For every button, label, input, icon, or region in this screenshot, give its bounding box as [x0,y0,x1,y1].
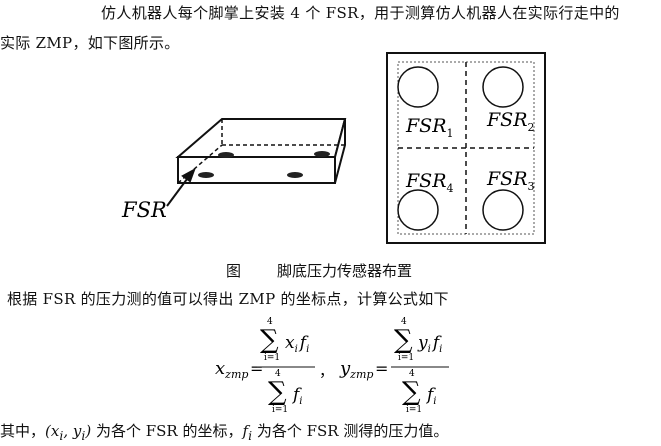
formula-intro: 根据 FSR 的压力测的值可以得出 ZMP 的坐标点，计算公式如下 [7,290,449,308]
sensor-pad [218,152,234,158]
sensor-label-4: FSR4 [405,170,454,195]
sensor-pad [198,172,214,178]
sensor-label-1: FSR1 [405,115,454,140]
svg-text:∑: ∑ [394,325,413,355]
svg-text:∑: ∑ [260,325,279,355]
svg-text:i=1: i=1 [264,353,280,363]
sole-sensor-layout-figure: FSR1 FSR2 FSR4 FSR3 [386,52,546,244]
fsr-pointer-label: FSR [121,198,167,222]
svg-text:i=1: i=1 [406,405,422,415]
y-denominator: fi [425,385,437,407]
svg-text:4: 4 [401,317,407,327]
svg-text:4: 4 [275,369,281,379]
y-zmp-var: yzmp [339,358,373,381]
svg-text:i=1: i=1 [272,405,288,415]
svg-text:∑: ∑ [268,377,287,407]
paragraph-line-2: 实际 ZMP，如下图所示。 [0,34,180,52]
sensor-circle-2 [482,66,524,108]
sensor-circle-4 [397,189,439,231]
x-denominator: fi [291,385,303,407]
force-expression: fi [242,422,253,443]
sensor-pad [314,151,330,157]
figure-caption: 图 脚底压力传感器布置 [226,261,412,281]
sensor-label-2: FSR2 [486,109,535,134]
svg-text:=: = [375,359,388,378]
svg-text:∑: ∑ [402,377,421,407]
caption-prefix: 图 [226,262,242,280]
x-zmp-var: xzmp [215,358,248,381]
sensor-circle-1 [397,66,439,108]
caption-title: 脚底压力传感器布置 [277,262,413,280]
svg-text:4: 4 [409,369,415,379]
svg-text:4: 4 [267,317,273,327]
sensor-circle-3 [482,189,524,231]
sensor-label-3: FSR3 [486,168,535,193]
sensor-pad [287,172,303,178]
formula-explanation: 其中，(xi, yi) 为各个 FSR 的坐标，fi 为各个 FSR 测得的压力… [0,422,449,443]
foot-plate-3d-figure: FSR [121,118,347,222]
svg-text:，: ， [319,362,334,380]
svg-text:=: = [250,359,263,378]
paragraph-line-1: 仿人机器人每个脚掌上安装 4 个 FSR，用于测算仿人机器人在实际行走中的 [101,4,620,22]
coord-expression: (xi, yi) [45,422,92,443]
svg-text:i=1: i=1 [398,353,414,363]
